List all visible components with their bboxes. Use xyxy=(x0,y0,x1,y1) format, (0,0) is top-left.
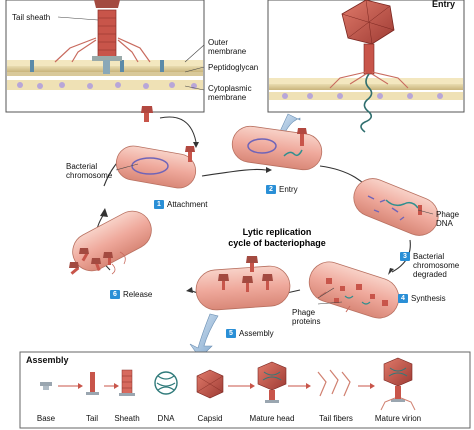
phage-proteins-label: Phage proteins xyxy=(292,308,321,326)
cycle-title: Lytic replication cycle of bacteriophage xyxy=(222,227,332,249)
step-label: Synthesis xyxy=(411,294,446,303)
assembly-label-tail: Tail xyxy=(85,414,98,423)
outer-membrane-label: Outer membrane xyxy=(208,38,247,56)
cell-synthesis xyxy=(308,261,400,319)
entry-inset xyxy=(267,0,465,133)
cell-assembly xyxy=(195,256,291,311)
assembly-mature-virion xyxy=(380,357,416,411)
assembly-label-capsid: Capsid xyxy=(197,414,223,423)
cycle-title-line1: Lytic replication xyxy=(242,227,312,237)
tail-sheath-label: Tail sheath xyxy=(12,13,51,22)
step-number: 5 xyxy=(226,329,236,338)
assembly-sheath xyxy=(119,369,135,396)
step-chromosome-degraded: 3 Bacterial chromosome degraded xyxy=(400,252,459,279)
step-number: 4 xyxy=(398,294,408,303)
assembly-mature-head xyxy=(257,361,287,403)
attachment-inset xyxy=(5,0,205,113)
step-number: 1 xyxy=(154,200,164,209)
assembly-base xyxy=(40,382,52,390)
step-label: Entry xyxy=(279,185,298,194)
entry-inset-title: Entry xyxy=(432,0,456,9)
assembly-label-sheath: Sheath xyxy=(114,414,140,423)
step-assembly: 5 Assembly xyxy=(226,329,274,338)
step-label: Assembly xyxy=(239,329,274,338)
step-label: Bacterial chromosome degraded xyxy=(413,252,460,279)
phage-dna-label: Phage DNA xyxy=(436,210,460,228)
assembly-label-mature-virion: Mature virion xyxy=(374,414,422,423)
step-attachment: 1 Attachment xyxy=(154,200,207,209)
assembly-dna xyxy=(154,371,178,395)
assembly-tail-fibers xyxy=(317,369,351,397)
step-label: Attachment xyxy=(167,200,208,209)
step-number: 2 xyxy=(266,185,276,194)
step-number: 6 xyxy=(110,290,120,299)
peptidoglycan-label: Peptidoglycan xyxy=(208,63,259,72)
step-release: 6 Release xyxy=(110,290,152,299)
step-label: Release xyxy=(123,290,153,299)
assembly-tail xyxy=(86,372,99,395)
cell-attachment xyxy=(115,106,197,189)
step-entry: 2 Entry xyxy=(266,185,298,194)
cycle-title-line2: cycle of bacteriophage xyxy=(228,238,326,248)
assembly-label-tail-fibers: Tail fibers xyxy=(319,414,353,423)
assembly-panel-title: Assembly xyxy=(26,355,69,365)
cell-release xyxy=(69,210,152,275)
assembly-label-base: Base xyxy=(36,414,56,423)
assembly-label-dna: DNA xyxy=(157,414,175,423)
assembly-panel xyxy=(19,351,471,429)
cell-degraded xyxy=(353,178,439,236)
cell-entry xyxy=(231,125,323,171)
step-number: 3 xyxy=(400,252,410,261)
step-synthesis: 4 Synthesis xyxy=(398,294,446,303)
assembly-capsid xyxy=(196,369,224,399)
bacterial-chromosome-label: Bacterial chromosome xyxy=(66,162,113,180)
assembly-label-mature-head: Mature head xyxy=(249,414,295,423)
cytoplasmic-membrane-label: Cytoplasmic membrane xyxy=(208,84,252,102)
